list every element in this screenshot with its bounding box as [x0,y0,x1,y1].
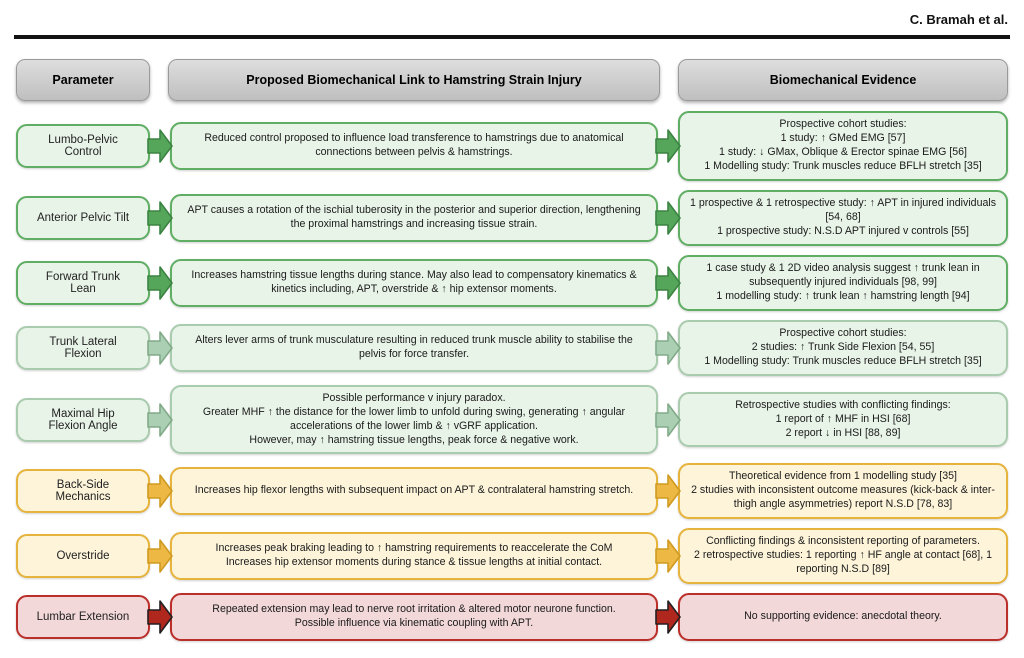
table-row: Trunk Lateral Flexion Alters lever arms … [16,319,1008,376]
column-header-row: Parameter Proposed Biomechanical Link to… [16,59,1008,101]
arrow-right-icon [147,265,173,301]
evidence-text: Prospective cohort studies: 1 study: ↑ G… [704,118,982,172]
arrow-right-icon [655,128,681,164]
table-row: Forward Trunk Lean Increases hamstring t… [16,254,1008,311]
arrow-right-icon [147,402,173,438]
biomechanical-link-text: Increases peak braking leading to ↑ hams… [215,542,613,569]
evidence-box: 1 case study & 1 2D video analysis sugge… [678,254,1008,311]
column-header-evidence: Biomechanical Evidence [678,59,1008,101]
evidence-text: 1 prospective & 1 retrospective study: ↑… [690,196,997,237]
evidence-box: No supporting evidence: anecdotal theory… [678,593,1008,642]
parameter-label: Forward Trunk Lean [45,270,121,295]
biomechanical-link-box: Increases peak braking leading to ↑ hams… [170,532,658,581]
parameter-label: Lumbo-Pelvic Control [48,133,118,158]
evidence-text: 1 case study & 1 2D video analysis sugge… [706,261,980,302]
biomechanical-link-text: Reduced control proposed to influence lo… [204,131,624,158]
table-row: Anterior Pelvic Tilt APT causes a rotati… [16,189,1008,246]
running-head: C. Bramah et al. [909,12,1008,27]
evidence-box: Prospective cohort studies: 2 studies: ↑… [678,319,1008,376]
biomechanical-link-box: APT causes a rotation of the ischial tub… [170,193,658,242]
table-row: Lumbo-Pelvic Control Reduced control pro… [16,111,1008,181]
evidence-box: Prospective cohort studies: 1 study: ↑ G… [678,111,1008,181]
parameter-label: Lumbar Extension [36,611,130,624]
evidence-text: Conflicting findings & inconsistent repo… [694,535,992,576]
column-header-link: Proposed Biomechanical Link to Hamstring… [168,59,660,101]
arrow-right-icon [655,402,681,438]
parameter-label: Maximal Hip Flexion Angle [48,407,118,432]
table-row: Maximal Hip Flexion Angle Possible perfo… [16,384,1008,455]
header-rule [14,35,1010,39]
evidence-box: 1 prospective & 1 retrospective study: ↑… [678,189,1008,246]
arrow-right-icon [147,599,173,635]
evidence-text: Retrospective studies with conflicting f… [735,398,951,439]
parameter-box: Back-Side Mechanics [16,469,150,514]
biomechanical-link-text: APT causes a rotation of the ischial tub… [187,203,641,230]
arrow-right-icon [655,265,681,301]
arrow-right-icon [147,128,173,164]
arrow-right-icon [147,200,173,236]
biomechanical-link-text: Possible performance v injury paradox. G… [202,391,626,446]
table-row: Overstride Increases peak braking leadin… [16,528,1008,585]
parameter-label: Overstride [56,550,110,563]
biomechanical-link-box: Repeated extension may lead to nerve roo… [170,593,658,642]
table-row: Back-Side Mechanics Increases hip flexor… [16,463,1008,520]
biomechanical-link-box: Reduced control proposed to influence lo… [170,121,658,170]
biomechanical-link-box: Possible performance v injury paradox. G… [170,384,658,455]
arrow-right-icon [147,330,173,366]
parameter-box: Lumbar Extension [16,595,150,640]
biomechanical-link-text: Alters lever arms of trunk musculature r… [195,333,633,360]
parameter-box: Overstride [16,534,150,579]
biomechanical-link-box: Increases hamstring tissue lengths durin… [170,258,658,307]
arrow-right-icon [655,473,681,509]
biomechanical-link-text: Increases hamstring tissue lengths durin… [191,268,637,295]
biomechanical-link-text: Increases hip flexor lengths with subseq… [194,484,634,497]
evidence-text: Theoretical evidence from 1 modelling st… [691,470,995,511]
parameter-box: Trunk Lateral Flexion [16,325,150,370]
biomechanical-link-box: Increases hip flexor lengths with subseq… [170,467,658,516]
table-row: Lumbar Extension Repeated extension may … [16,593,1008,642]
parameter-box: Forward Trunk Lean [16,260,150,305]
arrow-right-icon [655,599,681,635]
figure-rows: Lumbo-Pelvic Control Reduced control pro… [14,111,1010,650]
parameter-box: Maximal Hip Flexion Angle [16,397,150,442]
arrow-right-icon [147,473,173,509]
biomechanical-link-box: Alters lever arms of trunk musculature r… [170,323,658,372]
evidence-box: Theoretical evidence from 1 modelling st… [678,463,1008,520]
biomechanical-link-text: Repeated extension may lead to nerve roo… [212,603,616,630]
arrow-right-icon [655,330,681,366]
arrow-right-icon [655,538,681,574]
arrow-right-icon [147,538,173,574]
parameter-label: Anterior Pelvic Tilt [36,211,130,224]
column-header-parameter: Parameter [16,59,150,101]
parameter-label: Back-Side Mechanics [55,479,111,504]
parameter-label: Trunk Lateral Flexion [49,335,117,360]
evidence-box: Conflicting findings & inconsistent repo… [678,528,1008,585]
parameter-box: Anterior Pelvic Tilt [16,195,150,240]
parameter-box: Lumbo-Pelvic Control [16,123,150,168]
evidence-text: Prospective cohort studies: 2 studies: ↑… [704,326,982,367]
evidence-box: Retrospective studies with conflicting f… [678,391,1008,448]
evidence-text: No supporting evidence: anecdotal theory… [744,610,942,623]
arrow-right-icon [655,200,681,236]
